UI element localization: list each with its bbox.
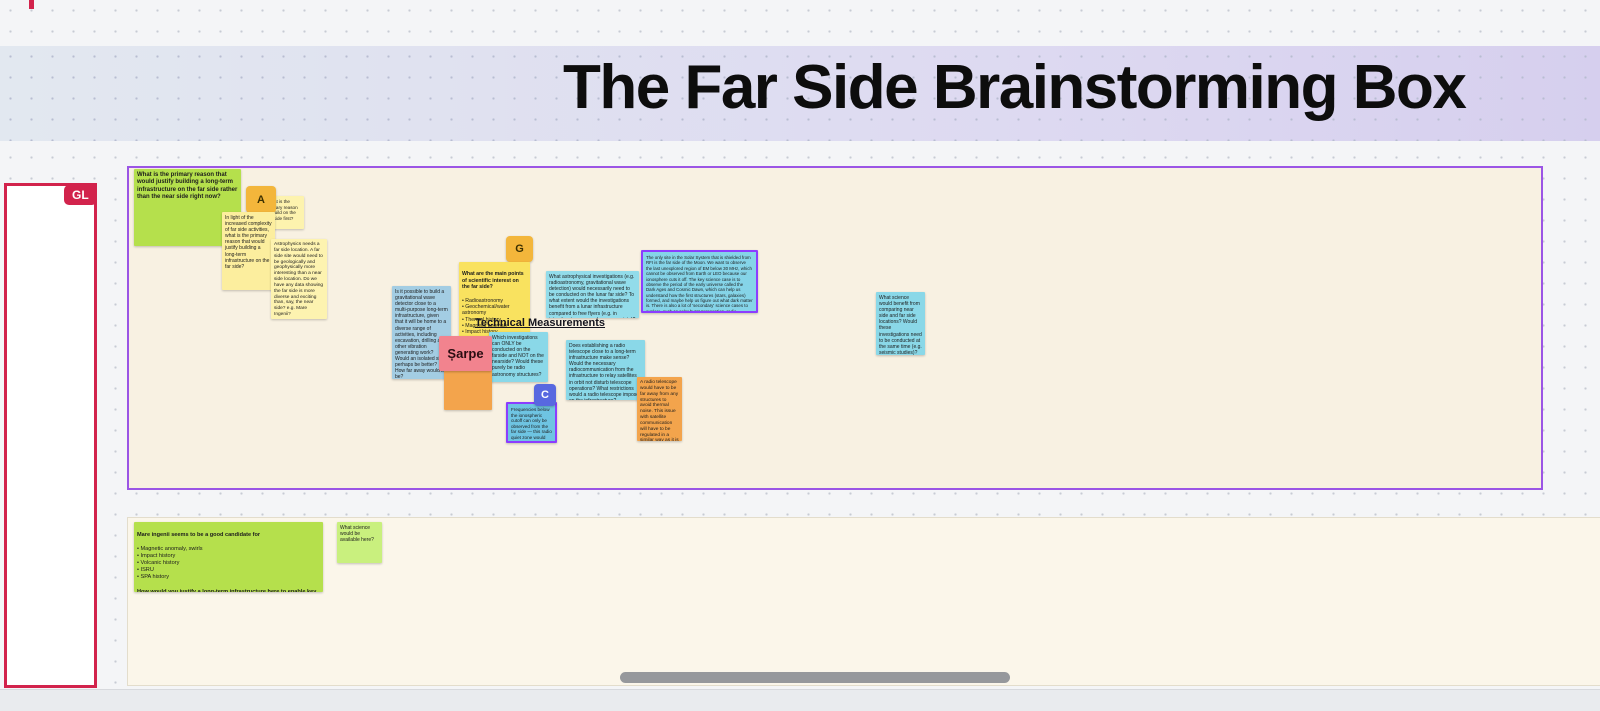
- technical-measurements-label[interactable]: Technical Measurements: [475, 317, 606, 329]
- sticky-note-rfi-shielded[interactable]: The only site in the Solar System that i…: [641, 250, 758, 313]
- frame-gl[interactable]: [4, 183, 97, 688]
- frame-gl-badge[interactable]: GL: [64, 185, 97, 205]
- sticky-note-farside-only[interactable]: Which investigations can ONLY be conduct…: [489, 332, 548, 382]
- sticky-note-compare-sides[interactable]: What science would benefit from comparin…: [876, 292, 925, 355]
- offscreen-frame-edge: [29, 0, 34, 9]
- app-bottom-bar: [0, 689, 1600, 711]
- note-title: What are the main points of scientific i…: [462, 271, 524, 291]
- frame-main-brainstorm[interactable]: [127, 166, 1543, 490]
- note-bullets: • Magnetic anomaly, swirls • Impact hist…: [137, 546, 203, 580]
- board-title[interactable]: The Far Side Brainstorming Box: [563, 53, 1467, 122]
- sticky-note-astrophysics[interactable]: Astrophysics needs a far side location. …: [271, 239, 327, 319]
- tag-sarpe[interactable]: Șarpe: [439, 336, 492, 371]
- note-question: How would you justify a long-term infras…: [137, 589, 320, 592]
- sticky-note-radio-telescope-distance[interactable]: Does establishing a radio telescope clos…: [566, 340, 645, 400]
- note-title: Mare ingenii seems to be a good candidat…: [137, 531, 261, 538]
- sticky-note-regulation[interactable]: Frequencies below the ionospheric cutoff…: [506, 402, 557, 443]
- sticky-note-mare-ingenii[interactable]: Mare ingenii seems to be a good candidat…: [134, 522, 323, 592]
- header-banner: [0, 46, 1600, 141]
- tag-g[interactable]: G: [506, 236, 533, 262]
- sticky-note-astro-investigations[interactable]: What astrophysical investigations (e.g. …: [546, 271, 639, 318]
- sticky-note-complexity[interactable]: In light of the increased complexity of …: [222, 212, 275, 290]
- sticky-note-thermal-noise[interactable]: A radio telescope would have to be far a…: [637, 377, 682, 441]
- sticky-note-science-here[interactable]: What science would be available here?: [337, 522, 382, 563]
- tag-a[interactable]: A: [246, 186, 276, 213]
- horizontal-scrollbar[interactable]: [620, 672, 1010, 683]
- tag-c[interactable]: C: [534, 384, 556, 406]
- sticky-note-interest-points[interactable]: What are the main points of scientific i…: [459, 262, 530, 338]
